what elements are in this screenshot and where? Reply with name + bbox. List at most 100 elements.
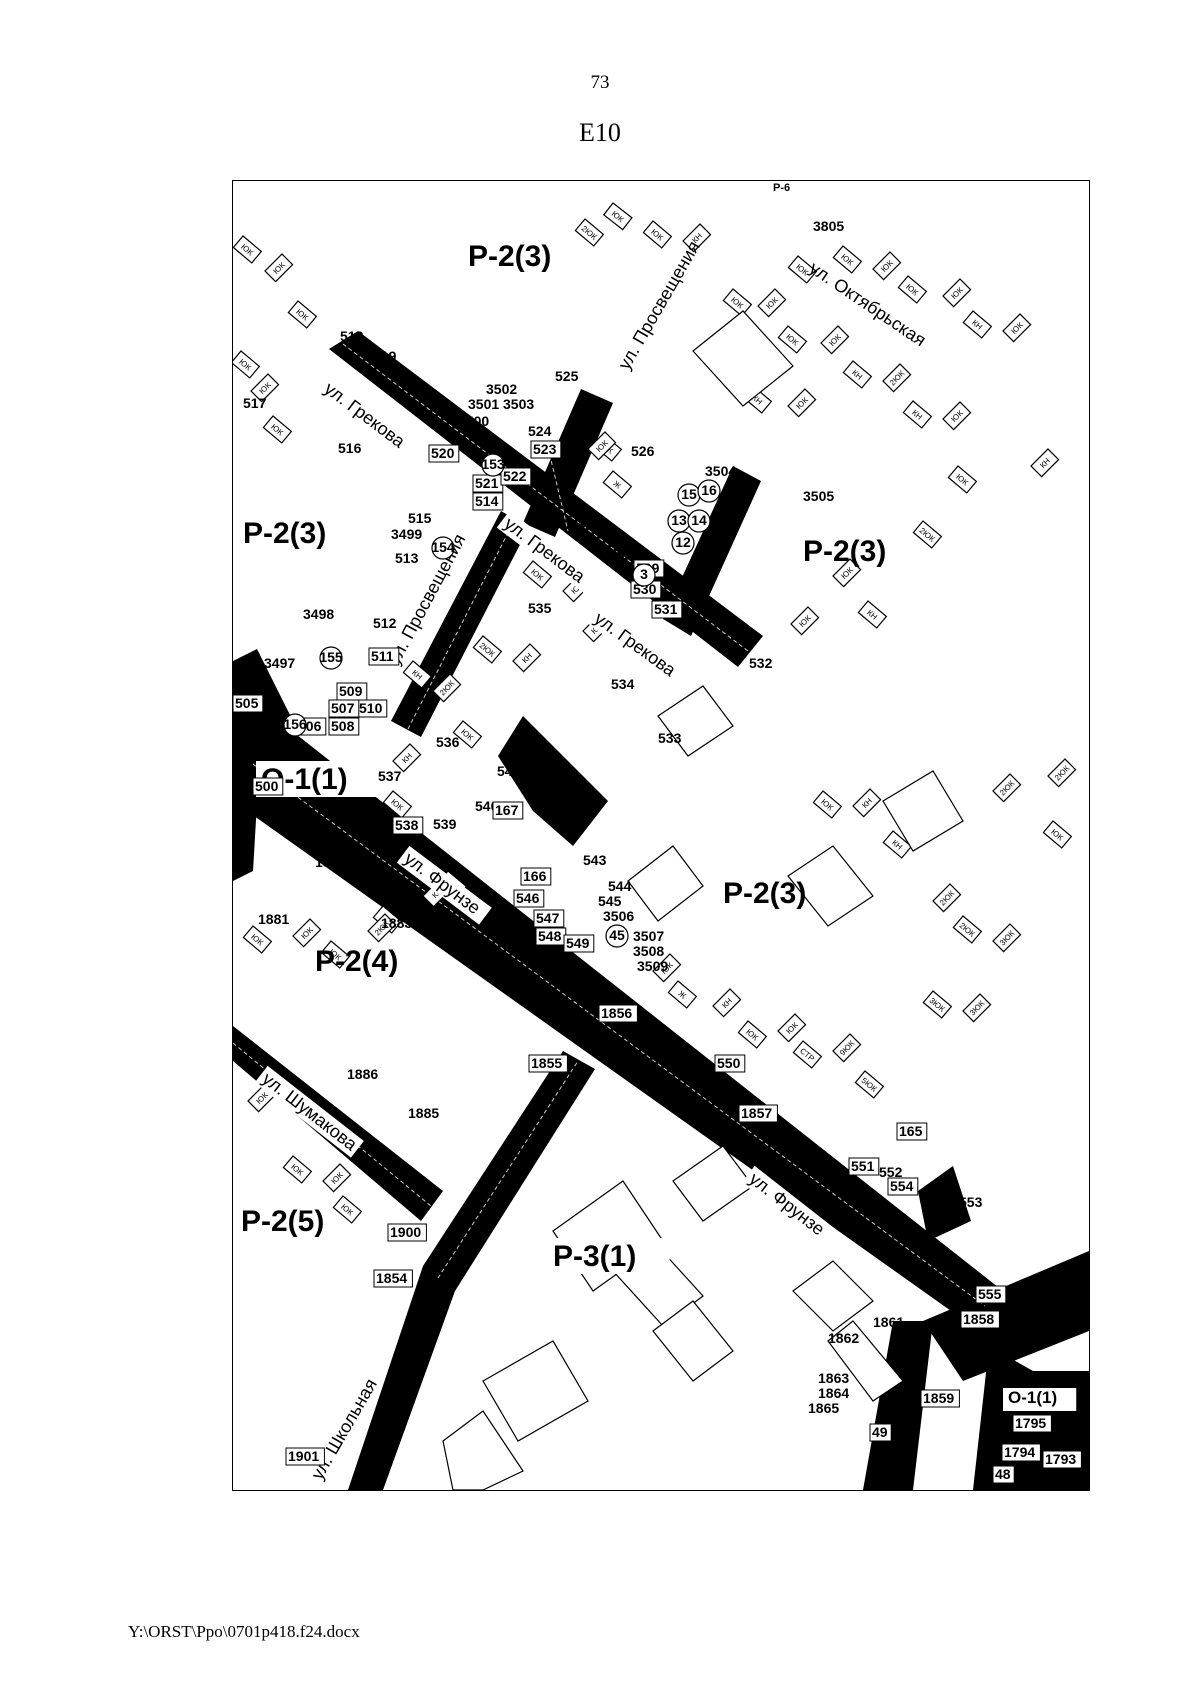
building: ЮК bbox=[1002, 313, 1032, 343]
sheet-title: E10 bbox=[579, 118, 621, 147]
parcel-number: 518 bbox=[340, 328, 364, 344]
building: ЮК bbox=[787, 255, 818, 284]
zone-labels: Р-6Р-2(3)Р-2(3)Р-2(3)Р-2(3)О-1(1)Р-2(4)Р… bbox=[241, 182, 1077, 1459]
parcel-number: 539 bbox=[433, 816, 457, 832]
zone-label: Р-2(5) bbox=[241, 1205, 324, 1238]
building: ЮК bbox=[320, 940, 351, 969]
svg-text:16: 16 bbox=[701, 482, 717, 498]
building: ЮК bbox=[737, 1020, 768, 1049]
svg-text:1856: 1856 bbox=[601, 1005, 632, 1021]
parcel-number-boxed: 1794 bbox=[1001, 1443, 1041, 1462]
circle-marker: 153 bbox=[481, 453, 505, 477]
building: 2ЮК bbox=[574, 218, 605, 247]
zone-label: Р-2(3) bbox=[803, 535, 886, 568]
building: ЮК bbox=[820, 325, 850, 355]
parcel-number: 527 bbox=[578, 515, 602, 531]
parcel-number: 516 bbox=[338, 440, 362, 456]
svg-text:505: 505 bbox=[235, 695, 259, 711]
parcel-number: 525 bbox=[555, 368, 579, 384]
parcel-number: 3502 bbox=[486, 381, 517, 397]
corridor-right-lower bbox=[923, 1251, 1089, 1381]
svg-text:555: 555 bbox=[978, 1286, 1002, 1302]
building: КН bbox=[842, 360, 873, 389]
street-name: ул. Октябрьская bbox=[806, 258, 930, 351]
parcel-number: 1884 bbox=[529, 988, 560, 1004]
parcel-number: 1882 bbox=[315, 854, 346, 870]
building: ЮК bbox=[522, 560, 553, 589]
building: ЮК bbox=[832, 245, 863, 274]
parcel-number-boxed: 1795 bbox=[1012, 1414, 1052, 1433]
building: ЮК bbox=[452, 720, 483, 749]
circle-marker: 156 bbox=[283, 713, 307, 737]
circle-marker: 3 bbox=[632, 563, 656, 587]
parcel-number: 536 bbox=[436, 734, 460, 750]
building: КН bbox=[852, 788, 882, 818]
svg-text:Р-2(3): Р-2(3) bbox=[803, 535, 886, 568]
svg-text:1900: 1900 bbox=[390, 1224, 421, 1240]
street-name: ул. Просвещения bbox=[614, 238, 704, 373]
svg-text:167: 167 bbox=[495, 802, 519, 818]
building: ЮК bbox=[233, 235, 263, 264]
parcel-number: 528 bbox=[601, 546, 625, 562]
parcel-number: 3509 bbox=[637, 958, 668, 974]
circle-marker: 45 bbox=[605, 924, 629, 948]
parcel-number: 3507 bbox=[633, 928, 664, 944]
building: ЮК bbox=[872, 251, 902, 281]
svg-text:155: 155 bbox=[319, 649, 343, 665]
parcel-number-boxed: 48 bbox=[992, 1465, 1015, 1484]
parcel-number: 1864 bbox=[818, 1385, 849, 1401]
svg-text:Ж: Ж bbox=[676, 989, 688, 1001]
parcel-number: 519 bbox=[373, 348, 397, 364]
parcel-number: 553 bbox=[959, 1194, 983, 1210]
parcel-number-boxed: 548 bbox=[535, 927, 567, 946]
parcel-number: 512 bbox=[373, 615, 397, 631]
svg-text:156: 156 bbox=[283, 716, 307, 732]
svg-text:547: 547 bbox=[536, 910, 560, 926]
building: 3ЮК bbox=[922, 990, 953, 1019]
building: ЮК bbox=[233, 350, 261, 379]
parcel-number-boxed: 547 bbox=[533, 909, 565, 928]
building-large bbox=[787, 845, 874, 927]
building: ЮК bbox=[292, 918, 322, 948]
building: 2ЮК bbox=[472, 635, 503, 664]
parcel-number: 524 bbox=[528, 423, 552, 439]
svg-text:12: 12 bbox=[675, 534, 691, 550]
svg-text:ул. Октябрьская: ул. Октябрьская bbox=[806, 258, 930, 351]
parcel-number-boxed: 167 bbox=[492, 801, 524, 820]
svg-text:166: 166 bbox=[523, 868, 547, 884]
parcel-number: 1861 bbox=[873, 1314, 904, 1330]
building: 2ЮК bbox=[932, 883, 962, 913]
svg-text:1857: 1857 bbox=[741, 1105, 772, 1121]
corridor-shkolnaya bbox=[348, 1051, 595, 1490]
building: Ж bbox=[602, 470, 633, 499]
svg-text:48: 48 bbox=[995, 1466, 1011, 1482]
parcel-number: 517 bbox=[243, 395, 267, 411]
parcel-number-boxed: 520 bbox=[428, 444, 460, 463]
building: КН bbox=[682, 223, 712, 253]
svg-text:15: 15 bbox=[681, 486, 697, 502]
zone-label: Р-2(3) bbox=[723, 877, 806, 910]
building: ЮК bbox=[322, 1163, 352, 1193]
parcel-number: 1885 bbox=[408, 1105, 439, 1121]
building: 2ЮК bbox=[952, 915, 983, 944]
parcel-number-boxed: 166 bbox=[520, 867, 552, 886]
svg-text:549: 549 bbox=[566, 935, 590, 951]
building: 9ЮК bbox=[832, 1033, 862, 1063]
parcel-number-boxed: 554 bbox=[887, 1177, 919, 1196]
circle-marker: 14 bbox=[687, 509, 711, 533]
building: СТР bbox=[792, 1040, 823, 1069]
parcel-number: 544 bbox=[608, 878, 632, 894]
circle-marker: 154 bbox=[431, 536, 455, 560]
svg-text:Р-2(4): Р-2(4) bbox=[315, 945, 398, 978]
svg-text:1794: 1794 bbox=[1004, 1444, 1035, 1460]
parcel-number: 526 bbox=[631, 443, 655, 459]
zone-label: Р-3(1) bbox=[548, 1238, 670, 1274]
svg-text:Р-3(1): Р-3(1) bbox=[553, 1240, 636, 1273]
parcel-number: 1881 bbox=[258, 911, 289, 927]
building: ЮК bbox=[812, 790, 843, 819]
svg-text:514: 514 bbox=[475, 493, 499, 509]
svg-text:531: 531 bbox=[654, 601, 678, 617]
parcel-number: 3805 bbox=[813, 218, 844, 234]
block-167 bbox=[498, 716, 608, 846]
building-large bbox=[442, 1410, 524, 1490]
